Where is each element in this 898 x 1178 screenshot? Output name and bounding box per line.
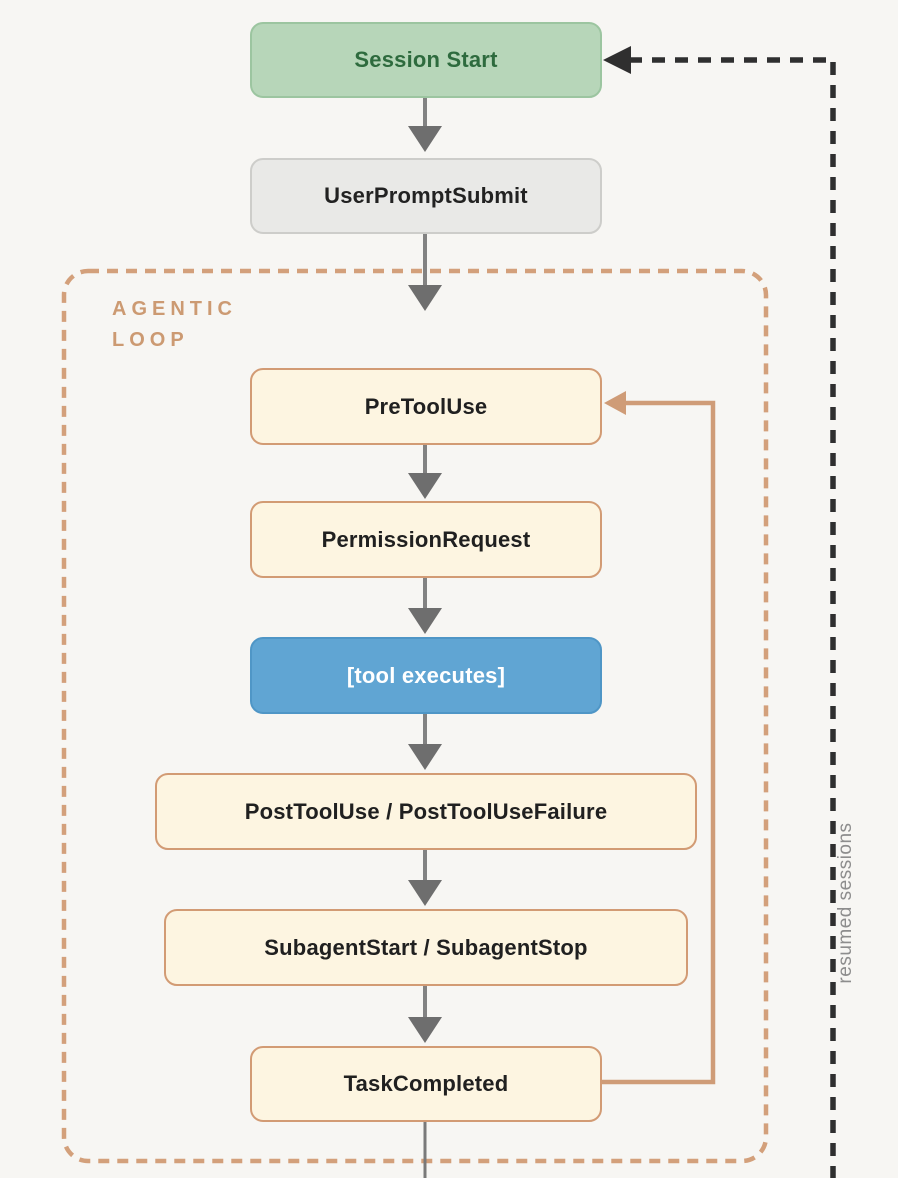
loop-return-arrowhead-icon <box>604 391 626 415</box>
node-tool-executes: [tool executes] <box>250 637 602 714</box>
flow-arrow-pretooluse-to-permission <box>408 445 442 499</box>
agentic-loop-label-line2: LOOP <box>112 329 189 351</box>
resume-arrowhead-icon <box>603 46 631 74</box>
agentic-loop-label: AGENTIC LOOP <box>112 294 237 356</box>
flow-arrow-session-to-prompt <box>408 98 442 152</box>
node-user-prompt-submit-label: UserPromptSubmit <box>324 183 528 208</box>
node-subagent-label: SubagentStart / SubagentStop <box>264 934 588 960</box>
node-permission-request-label: PermissionRequest <box>321 526 531 552</box>
node-pre-tool-use-label: PreToolUse <box>364 393 488 419</box>
node-task-completed-label: TaskCompleted <box>343 1071 509 1096</box>
flow-arrow-permission-to-tool <box>408 578 442 634</box>
node-post-tool-use: PostToolUse / PostToolUseFailure <box>155 773 697 850</box>
node-session-start-label: Session Start <box>354 47 498 72</box>
flow-arrow-subagent-to-taskcompleted <box>408 986 442 1043</box>
flow-arrow-prompt-to-loop <box>408 234 442 311</box>
flow-arrow-posttooluse-to-subagent <box>408 850 442 906</box>
node-post-tool-use-label: PostToolUse / PostToolUseFailure <box>244 798 608 824</box>
node-task-completed: TaskCompleted <box>250 1046 602 1122</box>
node-tool-executes-label: [tool executes] <box>346 662 506 688</box>
agentic-loop-label-line1: AGENTIC <box>112 298 237 320</box>
node-pre-tool-use: PreToolUse <box>250 368 602 445</box>
resumed-sessions-label: resumed sessions <box>835 822 856 984</box>
node-user-prompt-submit: UserPromptSubmit <box>250 158 602 234</box>
flow-arrow-tool-to-posttooluse <box>408 714 442 770</box>
node-subagent: SubagentStart / SubagentStop <box>164 909 688 986</box>
node-permission-request: PermissionRequest <box>250 501 602 578</box>
node-session-start: Session Start <box>250 22 602 98</box>
loop-return-line <box>602 400 716 1085</box>
agentic-loop-border <box>61 268 769 1164</box>
